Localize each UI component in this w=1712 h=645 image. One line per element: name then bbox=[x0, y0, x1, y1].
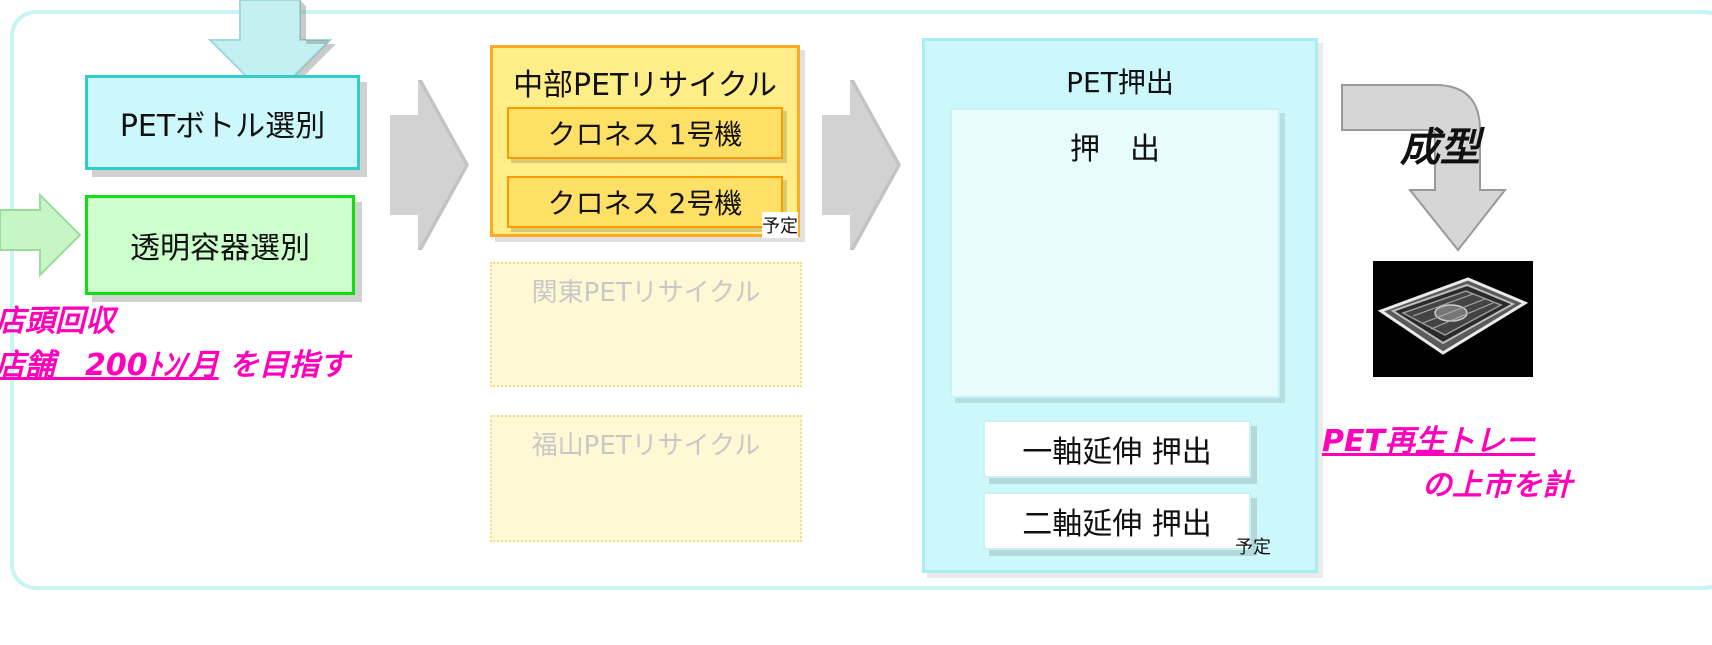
pet-bottle-sort-label: PETボトル選別 bbox=[119, 108, 326, 144]
uniaxial-extrusion-box: 一軸延伸 押出 bbox=[983, 420, 1251, 478]
clear-container-sort-label: 透明容器選別 bbox=[130, 231, 310, 266]
kanto-recycling-box: 関東PETリサイクル bbox=[490, 262, 802, 387]
kanto-recycling-label: 関東PETリサイクル bbox=[531, 278, 761, 308]
store-collection-goal: を目指す bbox=[218, 348, 350, 383]
biaxial-extrusion-box: 二軸延伸 押出 bbox=[983, 492, 1251, 550]
recycled-tray-text: PET再生トレー の上市を計 bbox=[1322, 420, 1572, 508]
store-collection-text: 店頭回収 店舗 200ﾄﾝ/月 を目指す bbox=[0, 300, 349, 388]
store-collection-line2: 店舗 200ﾄﾝ/月 を目指す bbox=[0, 344, 349, 388]
extrusion-main-label: 押 出 bbox=[1070, 132, 1160, 167]
extrusion-main-box: 押 出 bbox=[950, 108, 1280, 398]
kronos-machine-2-label: クロネス 2号機 bbox=[547, 187, 743, 220]
uniaxial-extrusion-label: 一軸延伸 押出 bbox=[1022, 435, 1212, 470]
clear-container-sort-box: 透明容器選別 bbox=[85, 195, 355, 295]
tray-product-image bbox=[1373, 261, 1533, 377]
flow-arrow-2 bbox=[822, 80, 901, 250]
kronos-machine-1: クロネス 1号機 bbox=[507, 107, 783, 159]
biaxial-extrusion-label: 二軸延伸 押出 bbox=[1022, 507, 1212, 542]
molding-label: 成型 bbox=[1400, 125, 1480, 171]
store-collection-target: 店舗 200ﾄﾝ/月 bbox=[0, 348, 219, 383]
kronos-machine-2: クロネス 2号機 bbox=[507, 176, 783, 228]
recycled-tray-line1: PET再生トレー bbox=[1322, 424, 1535, 459]
biaxial-extrusion-note: 予定 bbox=[1235, 537, 1271, 558]
fukuyama-recycling-label: 福山PETリサイクル bbox=[531, 431, 761, 461]
store-collection-line1: 店頭回収 bbox=[0, 304, 115, 339]
kronos-machine-1-label: クロネス 1号機 bbox=[547, 118, 743, 151]
pet-bottle-sort-box: PETボトル選別 bbox=[85, 75, 360, 170]
molding-arrow bbox=[1341, 84, 1508, 252]
kronos-machine-2-note: 予定 bbox=[762, 212, 798, 238]
fukuyama-recycling-box: 福山PETリサイクル bbox=[490, 415, 802, 542]
incoming-side-arrow bbox=[0, 192, 82, 278]
pet-extrusion-title: PET押出 bbox=[1066, 66, 1174, 99]
chubu-recycling-label: 中部PETリサイクル bbox=[513, 68, 777, 103]
flow-arrow-1 bbox=[390, 80, 469, 250]
recycled-tray-line2: の上市を計 bbox=[1422, 468, 1572, 503]
